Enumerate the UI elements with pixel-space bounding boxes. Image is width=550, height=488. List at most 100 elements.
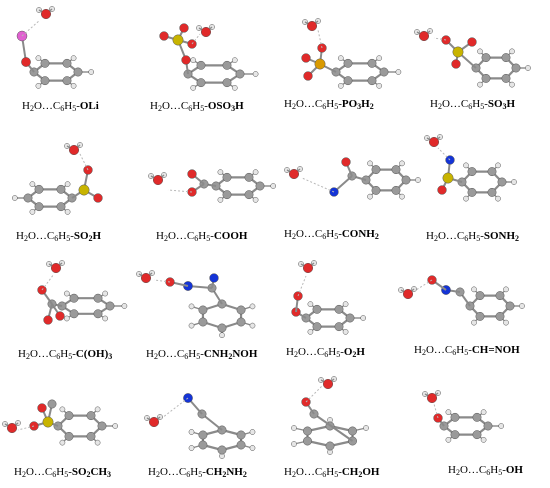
carbon-atom bbox=[40, 76, 50, 86]
carbon-atom bbox=[348, 426, 357, 436]
hydrogen-atom bbox=[190, 85, 197, 91]
oxygen-atom bbox=[6, 422, 18, 434]
carbon-atom bbox=[56, 184, 66, 194]
carbon-atom bbox=[69, 309, 79, 319]
oxygen-atom bbox=[306, 20, 318, 32]
carbon-atom bbox=[334, 304, 344, 314]
hydrogen-atom bbox=[35, 55, 42, 61]
panel-caption: H2O…C6H5-OLi bbox=[22, 100, 99, 113]
hydrogen-atom bbox=[219, 332, 225, 339]
hydrogen-atom bbox=[94, 406, 101, 413]
hydrogen-atom bbox=[121, 303, 128, 309]
carbon-atom bbox=[497, 177, 507, 187]
hydrogen-atom bbox=[399, 160, 405, 167]
molecule-panel-CONH2: H2O…C6H5-CONH2 bbox=[278, 126, 421, 246]
carbon-atom bbox=[86, 431, 96, 441]
carbon-atom bbox=[235, 69, 245, 79]
hydrogen-atom bbox=[188, 445, 195, 451]
molecule-structure bbox=[291, 376, 369, 455]
carbon-atom bbox=[495, 291, 505, 301]
hydrogen-atom bbox=[503, 319, 509, 326]
hydrogen-atom bbox=[363, 425, 369, 431]
carbon-atom bbox=[367, 76, 377, 86]
hydrogen-atom bbox=[102, 315, 109, 322]
hydrogen-atom bbox=[231, 57, 238, 63]
panel-caption: H2O…C6H5-SO2CH3 bbox=[14, 466, 112, 479]
panel-caption: H2O…C6H5-CONH2 bbox=[284, 228, 379, 241]
molecule-panel-COOH: H2O…C6H5-COOH bbox=[142, 126, 277, 246]
carbon-atom bbox=[481, 53, 491, 63]
carbon-atom bbox=[334, 322, 344, 332]
hydrogen-atom bbox=[29, 181, 36, 187]
hydrogen-atom bbox=[188, 303, 195, 310]
panel-caption: H2O…C6H5-SONH2 bbox=[426, 230, 520, 243]
carbon-atom bbox=[483, 421, 493, 431]
hydrogen-bond bbox=[433, 403, 439, 419]
carbon-atom bbox=[222, 172, 232, 182]
panel-caption: H2O…C6H5-C(OH)3 bbox=[18, 348, 113, 361]
hydrogen-atom bbox=[291, 425, 297, 431]
carbon-atom bbox=[73, 67, 83, 77]
carbon-atom bbox=[303, 436, 312, 446]
molecule-structure bbox=[37, 260, 128, 325]
carbon-atom bbox=[501, 53, 511, 63]
hydrogen-atom bbox=[471, 286, 477, 293]
panel-caption: H2O…C6H5-PO3H2 bbox=[284, 98, 374, 111]
hydrogen-atom bbox=[498, 423, 505, 429]
carbon-atom bbox=[467, 167, 477, 177]
hydrogen-atom bbox=[249, 445, 256, 451]
hydrogen-atom bbox=[471, 319, 477, 326]
oxygen-atom bbox=[301, 53, 311, 63]
hydrogen-atom bbox=[399, 193, 405, 200]
molecule-panel-SONH2: H2O…C6H5-SONH2 bbox=[410, 126, 542, 246]
carbon-atom bbox=[222, 190, 232, 200]
carbon-atom bbox=[343, 76, 353, 86]
hydrogen-atom bbox=[29, 209, 36, 215]
carbon-atom bbox=[64, 431, 74, 441]
molecule-panel-CH2NH2: H2O…C6H5-CH2NH2 bbox=[142, 368, 274, 488]
hydrogen-atom bbox=[511, 179, 517, 185]
carbon-atom bbox=[69, 293, 79, 303]
hydrogen-bond bbox=[17, 425, 35, 431]
carbon-atom bbox=[325, 441, 335, 451]
hydrogen-atom bbox=[307, 329, 314, 335]
oxygen-atom bbox=[303, 71, 313, 81]
hydrogen-atom bbox=[252, 197, 259, 203]
carbon-atom bbox=[472, 430, 482, 440]
hydrogen-atom bbox=[480, 409, 487, 415]
panel-caption: H2O…C6H5-OSO3H bbox=[150, 100, 244, 113]
carbon-atom bbox=[236, 440, 246, 450]
carbon-atom bbox=[196, 78, 206, 88]
carbon-atom bbox=[312, 304, 322, 314]
sulfur-atom bbox=[442, 172, 454, 184]
carbon-atom bbox=[467, 187, 477, 197]
oxygen-atom bbox=[152, 174, 164, 186]
carbon-atom bbox=[450, 430, 460, 440]
hydrogen-atom bbox=[376, 55, 383, 61]
hydrogen-atom bbox=[445, 409, 452, 415]
hydrogen-atom bbox=[342, 329, 349, 335]
panel-caption: H2O…C6H5-COOH bbox=[156, 230, 248, 243]
hydrogen-atom bbox=[463, 195, 469, 202]
oxygen-atom bbox=[181, 55, 191, 65]
hydrogen-atom bbox=[70, 83, 77, 89]
carbon-atom bbox=[222, 60, 232, 70]
panel-caption: H2O…C6H5-CH2NH2 bbox=[148, 466, 247, 479]
molecule-structure bbox=[148, 169, 277, 203]
molecule-structure bbox=[11, 142, 103, 215]
hydrogen-atom bbox=[495, 162, 501, 169]
hydrogen-atom bbox=[307, 301, 314, 307]
carbon-atom bbox=[244, 172, 254, 182]
sulfur-atom bbox=[172, 34, 184, 46]
oxygen-atom bbox=[140, 272, 152, 284]
hydrogen-atom bbox=[525, 65, 531, 71]
carbon-atom bbox=[93, 309, 103, 319]
hydrogen-atom bbox=[249, 429, 256, 435]
hydrogen-atom bbox=[249, 322, 256, 329]
panel-caption: H2O…C6H5-SO3H bbox=[430, 98, 516, 111]
oxygen-atom bbox=[159, 31, 169, 41]
hydrogen-bond bbox=[167, 189, 193, 193]
carbon-atom bbox=[196, 60, 206, 70]
oxygen-atom bbox=[93, 193, 103, 203]
oxygen-atom bbox=[55, 311, 65, 321]
